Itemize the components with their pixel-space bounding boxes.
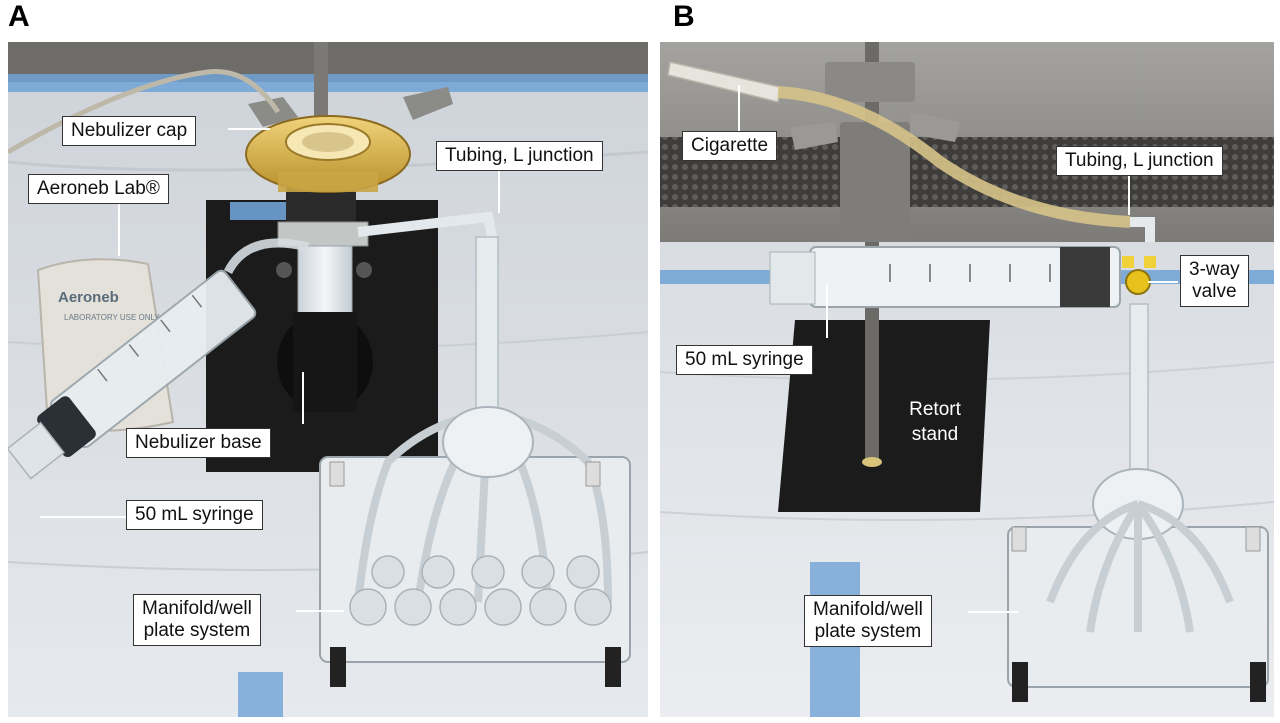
blue-tape-bottom (238, 672, 283, 717)
leader-manifold-a (296, 610, 344, 612)
callout-manifold-a-line2: plate system (143, 619, 251, 641)
valve-b (1125, 269, 1151, 295)
leader-valve (1148, 281, 1178, 283)
callout-valve: 3-way valve (1180, 255, 1249, 307)
tubing-b (777, 86, 1131, 228)
photo-panel-b (660, 42, 1274, 717)
panel-letter-a: A (8, 0, 30, 33)
callout-tubing-a: Tubing, L junction (436, 141, 603, 171)
callout-nebulizer-base: Nebulizer base (126, 428, 271, 458)
callout-syringe-a: 50 mL syringe (126, 500, 263, 530)
panel-letter-b: B (673, 0, 695, 33)
leader-aeroneb (118, 198, 120, 256)
callout-manifold-b: Manifold/well plate system (804, 595, 932, 647)
photo-b-illustration (660, 42, 1274, 717)
callout-valve-line1: 3-way (1189, 259, 1240, 280)
leader-cigarette (738, 85, 740, 133)
label-retort-stand-line1: Retort (909, 399, 961, 420)
device-brand-text: Aeroneb (58, 289, 119, 306)
callout-aeroneb: Aeroneb Lab® (28, 174, 169, 204)
callout-nebulizer-cap: Nebulizer cap (62, 116, 197, 146)
label-retort-stand-line2: stand (911, 423, 959, 445)
leader-tubing-b (1128, 175, 1130, 215)
vertical-tube (475, 236, 499, 418)
callout-manifold-a-line1: Manifold/well (142, 598, 252, 619)
callout-syringe-b: 50 mL syringe (676, 345, 813, 375)
callout-cigarette: Cigarette (682, 131, 778, 161)
leader-syringe-b (826, 284, 828, 338)
callout-tubing-b: Tubing, L junction (1056, 146, 1223, 176)
label-retort-stand: Retort stand (890, 398, 980, 447)
callout-manifold-b-line2: plate system (814, 620, 922, 642)
leader-tubing-a (498, 165, 500, 213)
callout-manifold-a: Manifold/well plate system (133, 594, 261, 646)
leader-manifold-b (968, 611, 1018, 613)
leader-nebulizer-base (302, 372, 304, 424)
leader-syringe-a (40, 516, 126, 518)
device-note-text: LABORATORY USE ONLY (64, 313, 160, 322)
retort-stand-base (778, 320, 990, 512)
callout-valve-line2: valve (1192, 280, 1237, 302)
syringe-a (8, 269, 257, 480)
leader-nebulizer-cap (228, 128, 270, 130)
cigarette (667, 61, 781, 103)
callout-manifold-b-line1: Manifold/well (813, 599, 923, 620)
